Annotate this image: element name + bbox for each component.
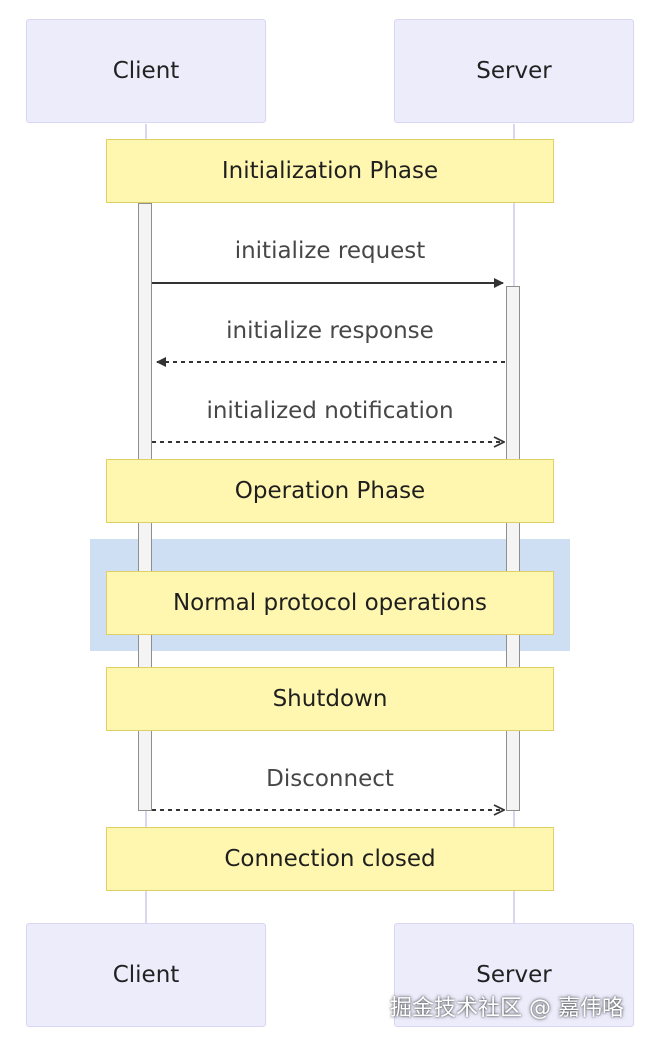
initialize-request-label: initialize request [234,238,426,264]
shutdown-note: Shutdown [106,667,554,731]
initialize-response-label: initialize response [226,318,434,344]
operation-phase-label: Operation Phase [234,478,426,504]
client-participant-bottom: Client [26,923,266,1027]
connection-closed-note: Connection closed [106,827,554,891]
client-participant-label: Client [112,58,180,84]
server-participant-label: Server [476,58,552,84]
server-participant-bottom: Server [394,923,634,1027]
client-participant-top: Client [26,19,266,123]
server-participant-label: Server [476,962,552,988]
client-participant-label: Client [112,962,180,988]
shutdown-label: Shutdown [272,686,388,712]
initialized-notification-label: initialized notification [206,398,454,424]
watermark: 掘金技术社区 @ 嘉伟咯 [390,996,624,1021]
normal-operations-note: Normal protocol operations [106,571,554,635]
initialization-phase-label: Initialization Phase [221,158,439,184]
normal-operations-label: Normal protocol operations [172,590,488,616]
disconnect-label: Disconnect [266,766,394,792]
operation-phase-note: Operation Phase [106,459,554,523]
server-participant-top: Server [394,19,634,123]
connection-closed-label: Connection closed [224,846,436,872]
initialization-phase-note: Initialization Phase [106,139,554,203]
